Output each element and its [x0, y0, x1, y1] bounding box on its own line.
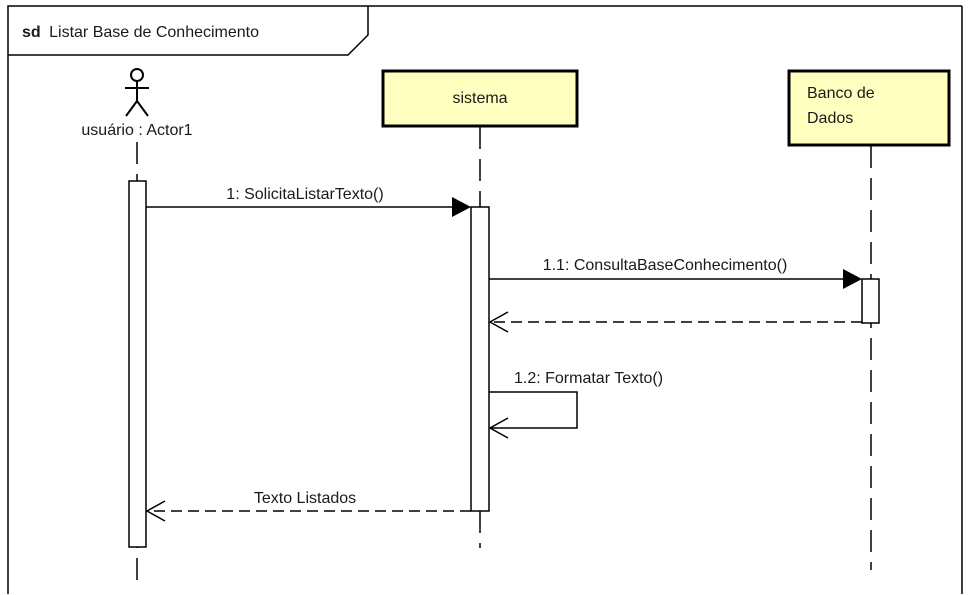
message-4-arrowhead-icon	[145, 500, 166, 522]
banco-lifeline: Banco de Dados	[787, 69, 951, 570]
message-1: 1: SolicitaListarTexto()	[146, 186, 471, 217]
message-4-label: Texto Listados	[254, 490, 356, 507]
sistema-activation-bar	[470, 206, 490, 512]
banco-label-line1: Banco de	[807, 85, 875, 102]
banco-label-line2: Dados	[807, 110, 853, 127]
message-2-return	[488, 311, 862, 333]
message-2-arrowhead-icon	[843, 269, 862, 289]
sistema-lifeline: sistema	[381, 69, 579, 548]
message-3: 1.2: Formatar Texto()	[488, 370, 663, 439]
actor-label: usuário : Actor1	[81, 122, 192, 139]
message-3-arrowhead-icon	[488, 417, 509, 439]
frame-label-tab	[8, 6, 369, 56]
message-2: 1.1: ConsultaBaseConhecimento()	[489, 257, 862, 289]
message-1-label: 1: SolicitaListarTexto()	[226, 186, 383, 203]
message-2-return-arrowhead-icon	[488, 311, 509, 333]
banco-activation-bar	[861, 278, 880, 324]
frame-title: Listar Base de Conhecimento	[49, 24, 259, 41]
message-3-label: 1.2: Formatar Texto()	[514, 370, 663, 387]
frame: sd Listar Base de Conhecimento	[7, 5, 963, 594]
actor-activation-bar	[128, 180, 147, 548]
actor-stick-figure-icon	[125, 68, 149, 117]
banco-box	[787, 69, 951, 147]
message-2-label: 1.1: ConsultaBaseConhecimento()	[543, 257, 788, 274]
frame-border	[7, 5, 962, 594]
sistema-box	[381, 69, 579, 128]
message-1-arrowhead-icon	[452, 197, 471, 217]
frame-keyword: sd	[22, 24, 41, 41]
message-3-line	[489, 391, 578, 429]
actor-lifeline: usuário : Actor1	[81, 68, 193, 580]
sistema-label: sistema	[452, 90, 507, 107]
frame-label: sd Listar Base de Conhecimento	[22, 24, 259, 41]
message-4: Texto Listados	[145, 490, 471, 522]
